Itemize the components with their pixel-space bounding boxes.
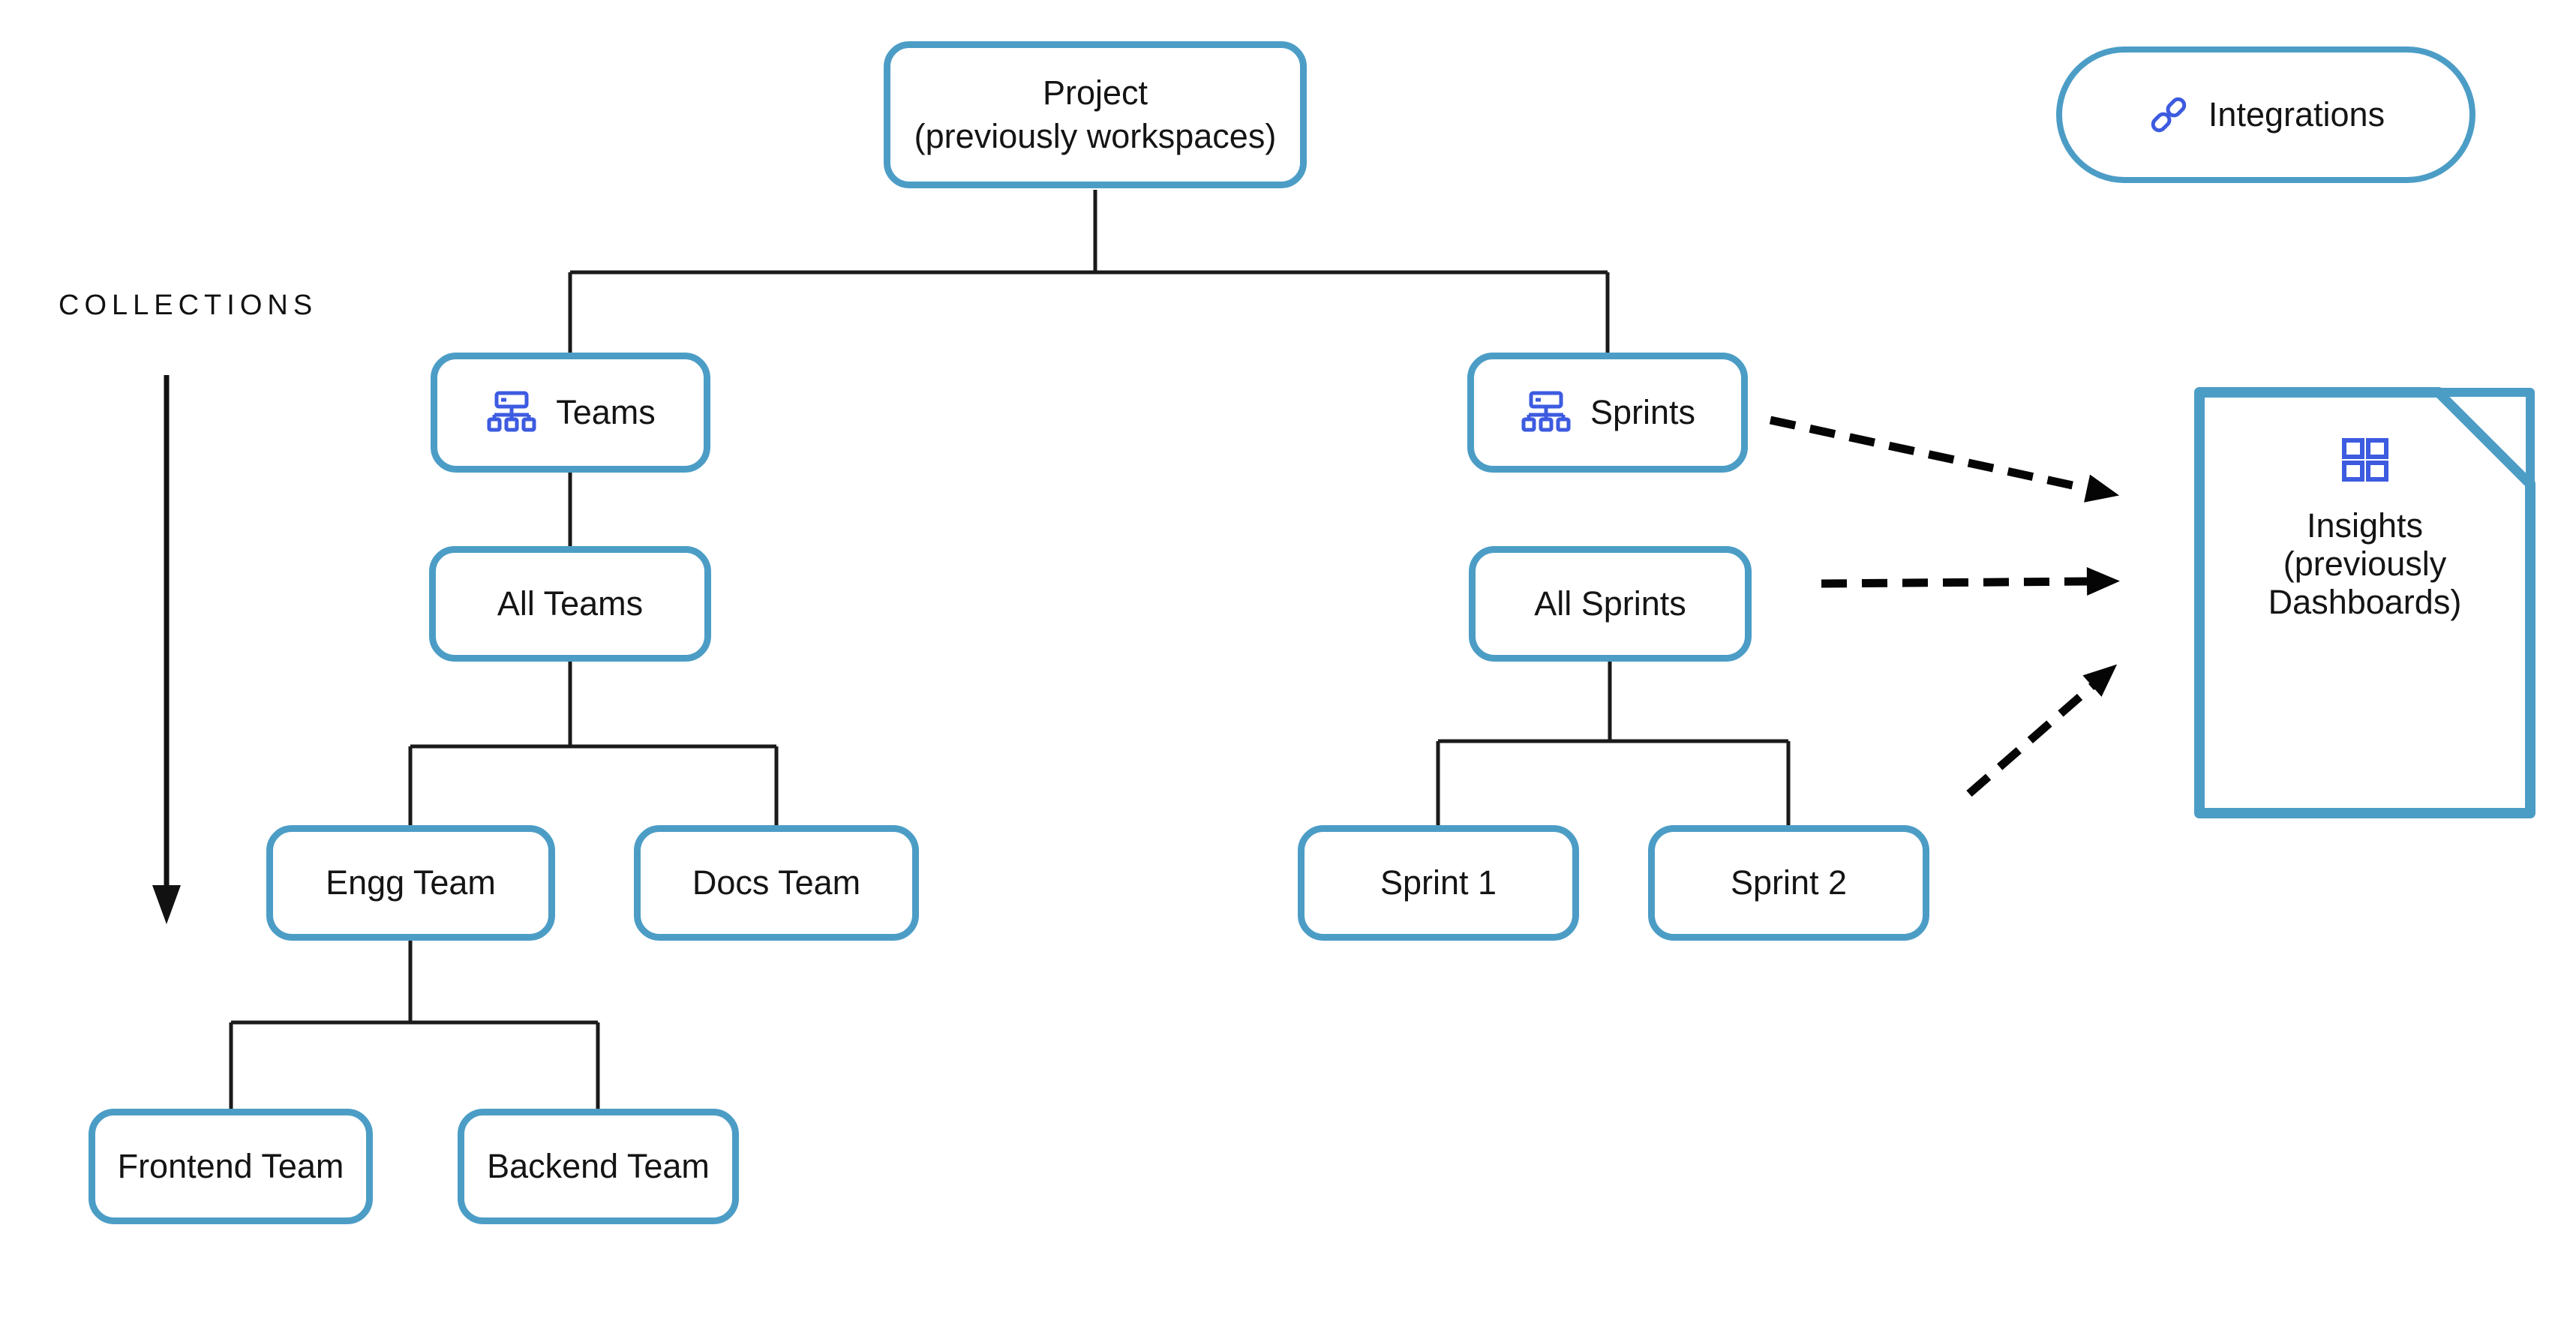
project-title: Project (1042, 74, 1148, 112)
link-icon (2147, 93, 2190, 137)
insights-subtitle-2: Dashboards) (2268, 583, 2462, 621)
collections-arrow (152, 375, 181, 924)
engg-team-label: Engg Team (326, 863, 496, 902)
node-insights: Insights (previously Dashboards) (2209, 437, 2520, 621)
node-all-sprints: All Sprints (1469, 546, 1752, 662)
node-sprint-1: Sprint 1 (1298, 825, 1579, 941)
node-docs-team: Docs Team (634, 825, 919, 941)
insights-title: Insights (2306, 506, 2424, 545)
node-integrations: Integrations (2056, 47, 2475, 183)
node-frontend-team: Frontend Team (89, 1109, 373, 1224)
insights-document-shape (2194, 387, 2535, 818)
all-sprints-label: All Sprints (1534, 584, 1686, 623)
node-engg-team: Engg Team (266, 825, 555, 941)
dashed-arrow-sprint2-to-insights (1966, 664, 2118, 797)
collections-label: COLLECTIONS (59, 290, 318, 321)
node-teams: Teams (431, 353, 710, 473)
node-sprints: Sprints (1467, 353, 1748, 473)
integrations-label: Integrations (2208, 95, 2385, 134)
node-backend-team: Backend Team (458, 1109, 739, 1224)
node-sprint-2: Sprint 2 (1648, 825, 1929, 941)
project-subtitle: (previously workspaces) (914, 117, 1277, 155)
insights-subtitle-1: (previously (2283, 545, 2447, 583)
teams-label: Teams (556, 392, 656, 431)
all-teams-label: All Teams (497, 584, 644, 623)
org-hierarchy-icon (1520, 391, 1572, 434)
node-all-teams: All Teams (429, 546, 711, 662)
org-hierarchy-icon (485, 391, 538, 434)
tree-connectors (229, 190, 1791, 1109)
sprint-2-label: Sprint 2 (1730, 863, 1848, 902)
sprints-label: Sprints (1590, 392, 1696, 431)
docs-team-label: Docs Team (692, 863, 861, 902)
dashboard-grid-icon (2341, 437, 2389, 490)
sprint-1-label: Sprint 1 (1380, 863, 1497, 902)
node-project: Project (previously workspaces) (884, 41, 1307, 188)
dashed-arrow-sprints-to-insights (1769, 416, 2120, 503)
frontend-team-label: Frontend Team (117, 1146, 344, 1185)
backend-team-label: Backend Team (487, 1146, 710, 1185)
dashed-arrow-all-sprints-to-insights (1821, 567, 2120, 596)
